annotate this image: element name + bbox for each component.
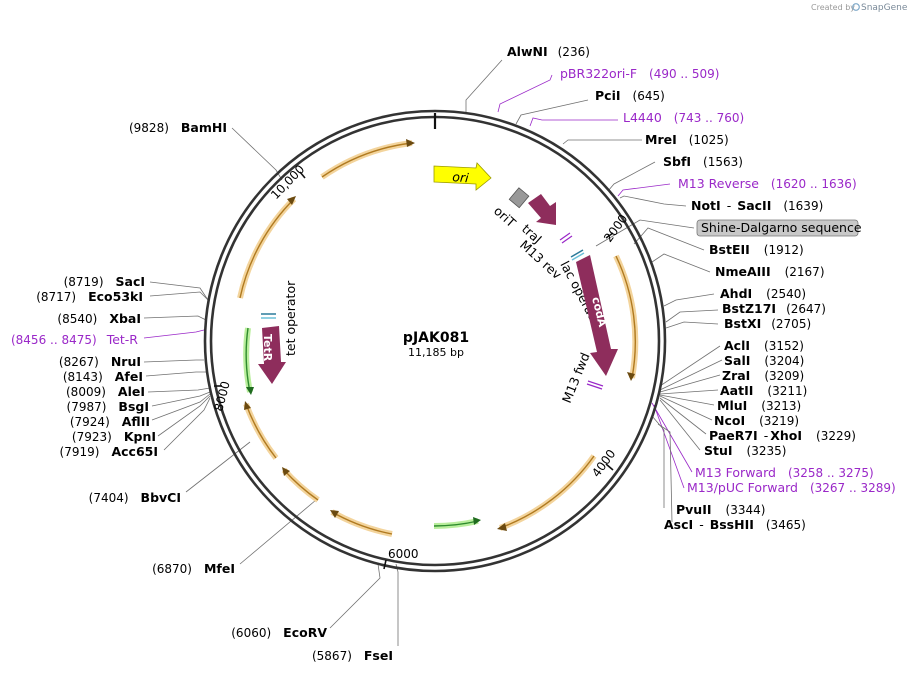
lac-operator-mark	[570, 249, 585, 261]
primer-label-m13-reverse[interactable]: M13 Reverse(1620 .. 1636)	[678, 176, 857, 191]
tetR-feature: TetR	[258, 326, 286, 384]
feature-label-shine-dalgarno[interactable]: Shine-Dalgarno sequence	[701, 220, 862, 235]
site-label-aflii[interactable]: (7924)AflII	[70, 414, 150, 429]
left-site-labels: (9828)BamHI (8719)SacI (8717)Eco53kI (85…	[11, 120, 393, 663]
orf-arc-left	[237, 196, 297, 299]
plasmid-name: pJAK081	[403, 330, 469, 346]
site-label-alei[interactable]: (8009)AleI	[66, 384, 145, 399]
backbone-outer-strand	[203, 109, 667, 573]
site-label-nmeaiii[interactable]: NmeAIII(2167)	[715, 264, 825, 279]
orf-arcs	[237, 139, 639, 537]
site-label-alwni[interactable]: AlwNI(236)	[507, 44, 590, 59]
site-label-mrei[interactable]: MreI(1025)	[645, 132, 729, 147]
credit-text: Created by	[811, 3, 855, 12]
site-label-ahdi[interactable]: AhdI(2540)	[720, 286, 806, 301]
tick-mark-6000	[383, 559, 387, 570]
site-label-ecorv[interactable]: (6060)EcoRV	[231, 625, 327, 640]
tick-mark-10000	[299, 171, 306, 179]
site-label-bbvci[interactable]: (7404)BbvCI	[89, 490, 181, 505]
site-label-noti-sacii[interactable]: NotI-SacII(1639)	[691, 198, 823, 213]
primer-label-l4440[interactable]: L4440(743 .. 760)	[623, 110, 744, 125]
site-label-acc65i[interactable]: (7919)Acc65I	[60, 444, 158, 459]
site-label-bamhi[interactable]: (9828)BamHI	[129, 120, 227, 135]
tick-mark-2000	[605, 232, 614, 239]
site-label-mfei[interactable]: (6870)MfeI	[152, 561, 235, 576]
green-arcs	[243, 327, 481, 529]
site-label-asci-bsshii[interactable]: AscI-BssHII(3465)	[664, 517, 806, 532]
leader-lines-right	[465, 59, 723, 523]
oriT-feature-box	[508, 187, 530, 209]
primer-label-m13-puc-forward[interactable]: M13/pUC Forward(3267 .. 3289)	[687, 480, 896, 495]
tick-label-6000: 6000	[388, 547, 419, 561]
credit-brand: SnapGene	[861, 3, 908, 13]
tick-mark-4000	[605, 463, 614, 471]
site-label-acli[interactable]: AclI(3152)	[724, 338, 804, 353]
primer-label-m13-forward[interactable]: M13 Forward(3258 .. 3275)	[695, 465, 874, 480]
site-label-sali[interactable]: SalI(3204)	[724, 353, 804, 368]
primer-label-pbr322ori-f[interactable]: pBR322ori-F(490 .. 509)	[560, 66, 719, 81]
site-label-afei[interactable]: (8143)AfeI	[63, 369, 143, 384]
site-label-eco53ki[interactable]: (8717)Eco53kI	[36, 289, 143, 304]
orf-arc-bottom	[330, 509, 393, 537]
snapgene-credit: Created by SnapGene	[811, 3, 908, 13]
oriT-label: oriT	[491, 203, 519, 230]
codA-feature: codA	[576, 255, 618, 376]
site-label-aatii[interactable]: AatII(3211)	[720, 383, 807, 398]
orf-arc-mid-left	[243, 401, 279, 460]
m13-rev-label: M13 rev	[517, 237, 565, 282]
primer-label-tet-r[interactable]: (8456 .. 8475)Tet-R	[11, 332, 138, 347]
m13-rev-mark	[559, 232, 573, 244]
m13-fwd-mark	[586, 380, 604, 390]
tetR-label: TetR	[261, 334, 274, 362]
site-label-bstxi[interactable]: BstXI(2705)	[724, 316, 811, 331]
site-label-sbfi[interactable]: SbfI(1563)	[663, 154, 743, 169]
backbone	[203, 109, 667, 573]
site-label-pvuii[interactable]: PvuII(3344)	[676, 502, 765, 517]
plasmid-size: 11,185 bp	[408, 346, 464, 359]
tet-operator-mark	[261, 313, 276, 319]
site-label-saci[interactable]: (8719)SacI	[64, 274, 145, 289]
ori-feature: ori	[433, 162, 492, 191]
shine-dalgarno-box	[696, 219, 859, 237]
site-label-stui[interactable]: StuI(3235)	[704, 443, 786, 458]
site-label-ncoi[interactable]: NcoI(3219)	[714, 413, 799, 428]
snapgene-logo-icon	[852, 3, 860, 11]
orf-arc-top	[320, 139, 415, 180]
orf-arc-right	[613, 254, 639, 381]
site-label-bsgi[interactable]: (7987)BsgI	[67, 399, 149, 414]
tet-operator-label: tet operator	[283, 280, 298, 356]
site-label-fsei[interactable]: (5867)FseI	[312, 648, 393, 663]
orf-arc-bottom-right	[497, 454, 597, 531]
site-label-pcii[interactable]: PciI(645)	[595, 88, 665, 103]
site-label-nrui[interactable]: (8267)NruI	[59, 354, 141, 369]
site-label-kpni[interactable]: (7923)KpnI	[72, 429, 156, 444]
site-label-zrai[interactable]: ZraI(3209)	[722, 368, 804, 383]
orf-arc-lower-left	[281, 467, 320, 503]
m13-fwd-label: M13 fwd	[559, 350, 593, 405]
site-label-bsteii[interactable]: BstEII(1912)	[709, 242, 804, 257]
site-label-bstz17i[interactable]: BstZ17I(2647)	[722, 301, 826, 316]
site-label-mlui[interactable]: MluI(3213)	[717, 398, 801, 413]
leader-lines-left	[143, 127, 399, 646]
site-label-paer7i-xhoi[interactable]: PaeR7I-XhoI(3229)	[709, 428, 856, 443]
ori-label: ori	[452, 169, 470, 185]
site-label-xbai[interactable]: (8540)XbaI	[57, 311, 141, 326]
right-site-labels: AlwNI(236) pBR322ori-F(490 .. 509) PciI(…	[507, 44, 896, 532]
